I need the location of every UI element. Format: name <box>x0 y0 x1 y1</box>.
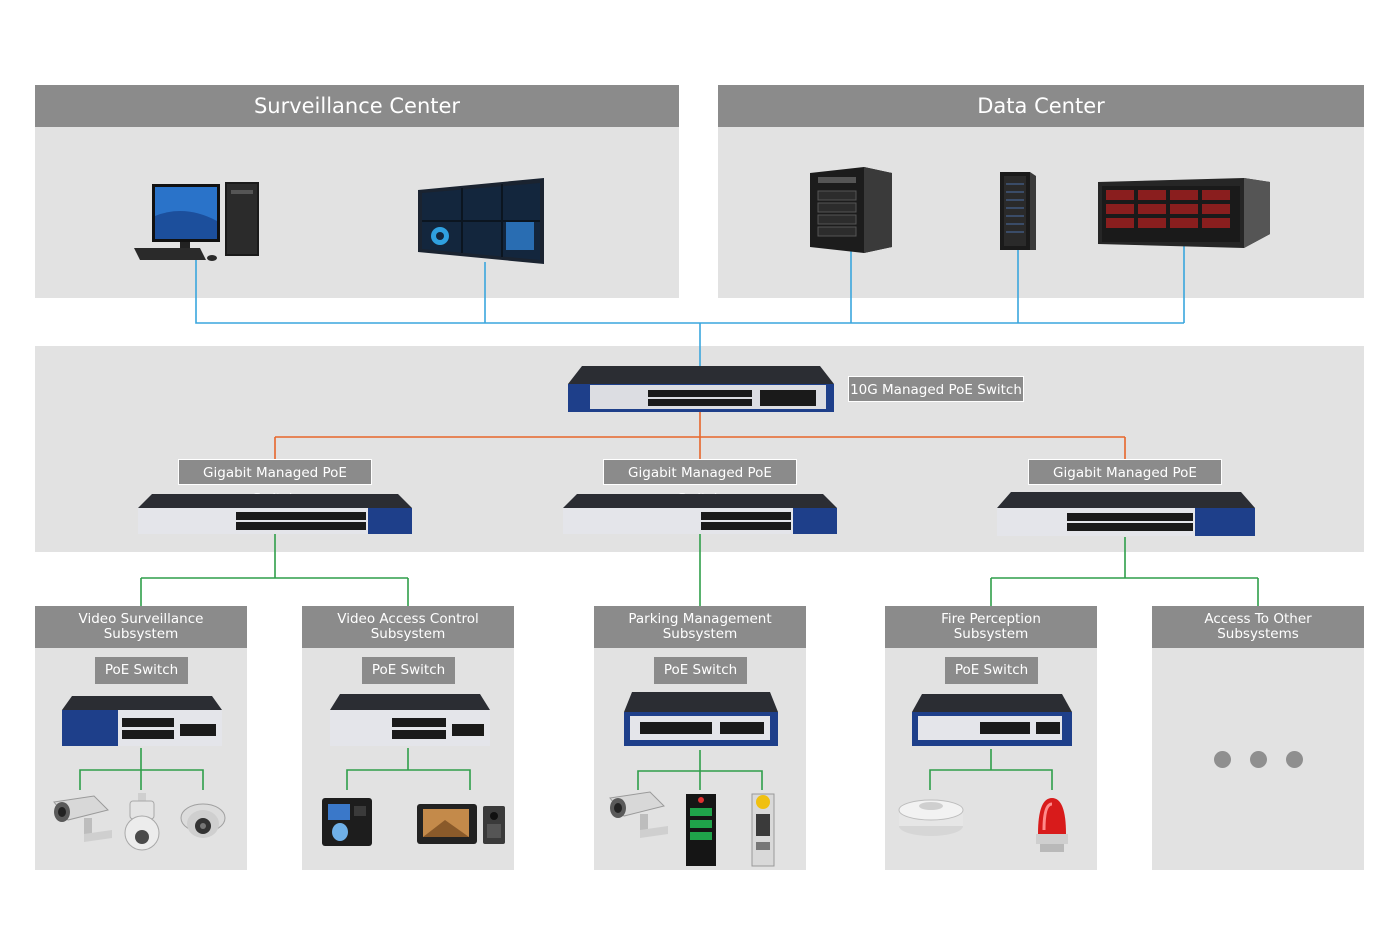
parking-guidance-display-icon <box>686 794 716 866</box>
poe-switch-label-video-surveillance: PoE Switch <box>95 657 188 684</box>
gigabit-switch-icon-right <box>997 492 1255 536</box>
subsystem-title-line2: Subsystem <box>370 626 446 642</box>
video-wall-icon <box>418 178 544 264</box>
ellipsis-dot <box>1286 751 1303 768</box>
gigabit-switch-icon-left <box>138 494 412 534</box>
subsystem-title-access-control: Video Access Control Subsystem <box>302 606 514 648</box>
parking-kiosk-icon <box>751 793 775 867</box>
subsystem-title-line1: Parking Management <box>628 611 772 627</box>
video-intercom-icon <box>417 804 505 844</box>
poe-switch-label-fire: PoE Switch <box>945 657 1038 684</box>
orange-links <box>274 412 1126 459</box>
dome-camera-icon <box>180 803 226 838</box>
rack-server-icon <box>1000 172 1036 250</box>
poe-switch-icon-parking <box>624 692 778 746</box>
gigabit-switch-label-left: Gigabit Managed PoE Switch <box>178 459 372 507</box>
subsystem-title-line2: Subsystems <box>1217 626 1299 642</box>
subsystem-title-other: Access To Other Subsystems <box>1152 606 1364 648</box>
gigabit-switch-icon-center <box>563 494 837 534</box>
subsystem-title-line1: Video Access Control <box>337 611 479 627</box>
ellipsis-dot <box>1250 751 1267 768</box>
core-switch-10g-icon <box>568 366 834 412</box>
core-switch-label: 10G Managed PoE Switch <box>848 376 1024 402</box>
nas-server-icon <box>810 167 892 253</box>
poe-switch-icon-access-control <box>330 694 490 746</box>
desktop-computer-icon <box>134 182 259 261</box>
subsystem-title-line2: Subsystem <box>662 626 738 642</box>
poe-switch-label-parking: PoE Switch <box>654 657 747 684</box>
poe-switch-icon-video-surveillance <box>62 696 222 746</box>
subsystem-title-fire: Fire Perception Subsystem <box>885 606 1097 648</box>
poe-switch-label-access-control: PoE Switch <box>362 657 455 684</box>
bullet-camera-icon <box>609 791 668 838</box>
subsystem-title-line2: Subsystem <box>103 626 179 642</box>
subsystem-title-line1: Video Surveillance <box>78 611 204 627</box>
subsystem-title-line2: Subsystem <box>953 626 1029 642</box>
ellipsis-dot <box>1214 751 1231 768</box>
fingerprint-reader-icon <box>322 798 372 846</box>
green-links <box>79 534 1259 790</box>
subsystem-title-line1: Fire Perception <box>941 611 1041 627</box>
bullet-camera-icon <box>53 795 112 842</box>
subsystem-title-video-surveillance: Video Surveillance Subsystem <box>35 606 247 648</box>
smoke-detector-icon <box>898 799 964 836</box>
more-subsystems-ellipsis <box>1214 751 1303 768</box>
alarm-beacon-icon <box>1036 798 1068 852</box>
poe-switch-icon-fire <box>912 694 1072 746</box>
subsystem-panel-other <box>1152 606 1364 870</box>
ptz-dome-camera-icon <box>124 793 160 851</box>
subsystem-title-line1: Access To Other <box>1204 611 1312 627</box>
subsystem-title-parking: Parking Management Subsystem <box>594 606 806 648</box>
surveillance-center-title: Surveillance Center <box>35 85 679 127</box>
blue-links <box>195 243 1185 368</box>
storage-array-icon <box>1098 178 1270 248</box>
data-center-title: Data Center <box>718 85 1364 127</box>
